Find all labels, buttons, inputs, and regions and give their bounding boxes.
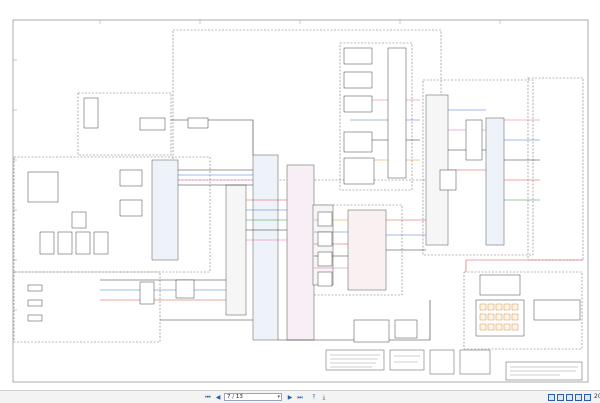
next-page-button[interactable]: ▶ [287,394,293,401]
fit-page-icon[interactable] [584,394,591,401]
connector-strips [151,94,505,341]
last-page-button[interactable]: ⏭ [297,394,303,401]
frame-tick-marks [13,20,501,311]
chevron-down-icon[interactable]: ▾ [277,394,280,400]
legend-text-lines [330,354,578,376]
page-up-icon[interactable]: ⤒ [312,394,316,401]
continuous-view-icon[interactable] [557,394,564,401]
viewer-toolbar: ⏮ ◀ 7 / 13 ▾ ▶ ⏭ ⤒ ⤓ 20 [0,390,600,403]
page-number-field[interactable]: 7 / 13 ▾ [224,393,282,401]
two-page-view-icon[interactable] [566,394,573,401]
document-viewer[interactable] [0,0,600,390]
zoom-level[interactable]: 20 [594,393,600,400]
previous-page-button[interactable]: ◀ [215,394,221,401]
page-down-icon[interactable]: ⤓ [322,394,326,401]
component-boxes [27,47,581,343]
two-page-continuous-view-icon[interactable] [575,394,582,401]
wiring-schematic-page [12,19,589,383]
legend-tables [325,349,583,381]
drawing-border [12,19,589,383]
single-page-view-icon[interactable] [548,394,555,401]
first-page-button[interactable]: ⏮ [205,394,211,401]
page-number-value: 7 / 13 [227,394,243,400]
fuse-block-grid [479,303,519,331]
